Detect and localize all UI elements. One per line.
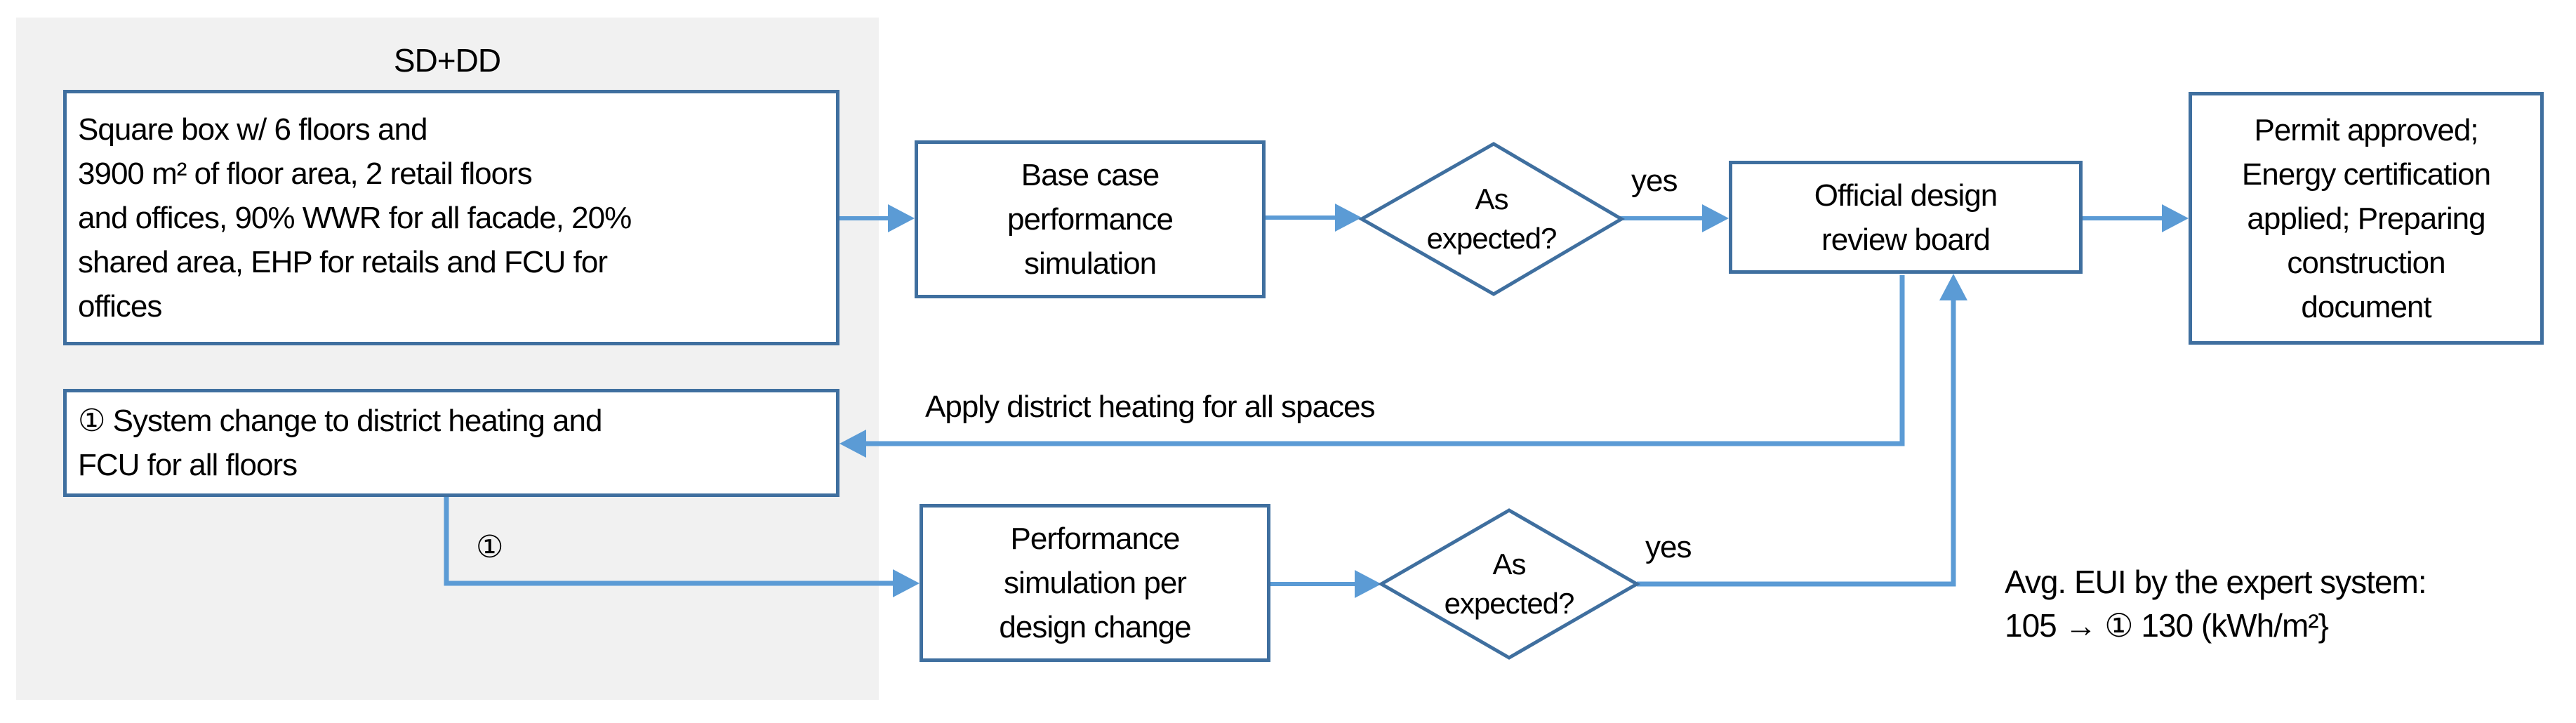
arrow-change-simulation-to-decision2 (1270, 570, 1381, 598)
arrow-decision2-to-review-board (1637, 274, 1967, 587)
arrow-decision1-to-review-board (1620, 204, 1729, 232)
decision-diamond-2 (1377, 508, 1641, 660)
arrow-review-board-to-design-change (839, 275, 1905, 458)
review-board-text: Official design review board (1814, 178, 1998, 257)
process-box-change-simulation: Performance simulation per design change (919, 504, 1270, 662)
phase-title: SD+DD (393, 42, 501, 79)
decision-diamond-1 (1357, 142, 1625, 296)
process-box-review-board: Official design review board (1729, 161, 2083, 274)
outcome-text: Permit approved; Energy certification ap… (2241, 112, 2491, 324)
process-box-base-simulation: Base case performance simulation (915, 140, 1266, 298)
base-simulation-text: Base case performance simulation (1007, 158, 1174, 281)
decision1-label: As expected? (1426, 183, 1558, 255)
process-box-design-change: ① System change to district heating and … (63, 389, 839, 497)
edge-label-yes-1: yes (1631, 164, 1678, 198)
design-change-text: ① System change to district heating and … (78, 404, 602, 482)
arrow-review-board-to-outcome (2083, 204, 2189, 232)
process-box-outcome: Permit approved; Energy certification ap… (2189, 92, 2544, 345)
decision2-label: As expected? (1444, 548, 1575, 620)
edge-label-yes-2: yes (1645, 530, 1692, 564)
edge-label-apply-district-heating: Apply district heating for all spaces (925, 390, 1375, 424)
arrow-base-design-to-base-simulation (839, 204, 915, 232)
eui-annotation: Avg. EUI by the expert system: 105 → ① 1… (2005, 564, 2427, 644)
change-simulation-text: Performance simulation per design change (999, 522, 1191, 644)
base-design-text: Square box w/ 6 floors and 3900 m² of fl… (78, 112, 632, 324)
edge-label-change-marker: ① (476, 530, 503, 564)
arrow-base-simulation-to-decision1 (1265, 204, 1362, 232)
process-box-base-design: Square box w/ 6 floors and 3900 m² of fl… (63, 90, 839, 345)
arrow-design-change-to-change-simulation (444, 497, 919, 597)
